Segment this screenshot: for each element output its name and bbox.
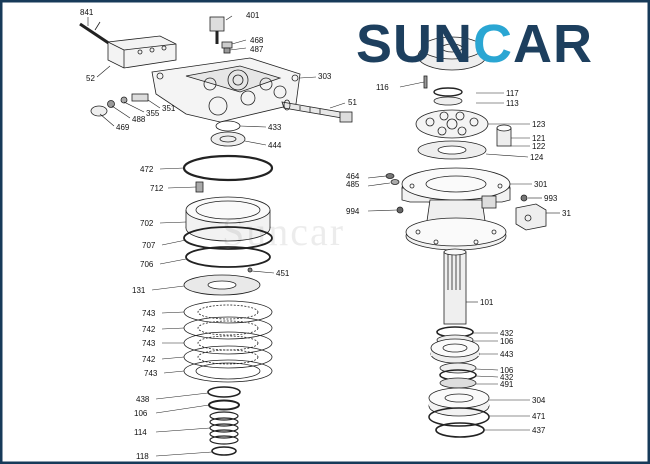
bolt-994 [396, 206, 404, 214]
label-743-a: 743 [142, 309, 156, 318]
label-443: 443 [500, 350, 514, 359]
label-488: 488 [132, 115, 146, 124]
label-451: 451 [276, 269, 290, 278]
cylinder-block-top [417, 36, 487, 71]
label-124: 124 [530, 153, 544, 162]
o-ring-707 [183, 226, 273, 250]
ring-117 [433, 87, 463, 97]
output-shaft-101 [443, 248, 467, 325]
label-123: 123 [532, 120, 546, 129]
label-993: 993 [544, 194, 558, 203]
label-433: 433 [268, 123, 282, 132]
label-122: 122 [532, 142, 546, 151]
label-472: 472 [140, 165, 154, 174]
label-438: 438 [136, 395, 150, 404]
label-444: 444 [268, 141, 282, 150]
label-743-b: 743 [142, 339, 156, 348]
label-51: 51 [348, 98, 357, 107]
label-131: 131 [132, 286, 146, 295]
spring-114 [209, 411, 239, 445]
label-742-b: 742 [142, 355, 156, 364]
label-841: 841 [80, 8, 94, 17]
plate-124-hole [437, 145, 467, 155]
label-121: 121 [532, 134, 546, 143]
label-471: 471 [532, 412, 546, 421]
label-401: 401 [246, 11, 260, 20]
shaft-51 [281, 99, 353, 123]
spring-712 [195, 181, 204, 193]
label-116: 116 [376, 83, 389, 92]
bolt-841 [79, 21, 111, 46]
bearing-444 [210, 120, 246, 147]
plug-993 [520, 194, 528, 202]
label-52: 52 [86, 74, 95, 83]
valve-block-52 [107, 35, 177, 69]
valve-plate-131 [183, 267, 261, 296]
label-31: 31 [562, 209, 571, 218]
label-106-a: 106 [134, 409, 148, 418]
watermark-text: Suncar [222, 209, 346, 254]
washers-464-485 [385, 173, 400, 185]
o-ring-472 [182, 154, 274, 182]
friction-plates [183, 300, 273, 383]
piston-121 [496, 124, 512, 147]
brand-part2: C [473, 14, 514, 74]
label-437: 437 [532, 426, 546, 435]
plug-468 [221, 41, 233, 54]
casing-301 [401, 167, 511, 251]
label-106-b: 106 [500, 337, 514, 346]
label-117: 117 [506, 89, 519, 98]
label-113: 113 [506, 99, 519, 108]
label-301: 301 [534, 180, 548, 189]
brand-part1: SUN [356, 14, 474, 74]
housing-303 [151, 57, 301, 123]
ring-113 [433, 96, 463, 106]
label-743-c: 743 [144, 369, 158, 378]
brand-part3: AR [513, 14, 594, 74]
o-ring-471 [428, 407, 490, 427]
label-994: 994 [346, 207, 360, 216]
label-469: 469 [116, 123, 130, 132]
bearing-443 [430, 338, 480, 364]
label-432-a: 432 [500, 329, 514, 338]
label-355: 355 [146, 109, 160, 118]
washer-106 [208, 399, 240, 411]
collar-491 [439, 377, 477, 389]
label-485: 485 [346, 180, 360, 189]
label-303: 303 [318, 72, 332, 81]
label-712: 712 [150, 184, 164, 193]
brake-piston-702 [185, 196, 271, 242]
label-707: 707 [142, 241, 156, 250]
cover-304 [428, 387, 490, 417]
label-101: 101 [480, 298, 494, 307]
label-351: 351 [162, 104, 176, 113]
label-491: 491 [500, 380, 514, 389]
bolt-401 [209, 16, 225, 44]
ring-118 [211, 446, 237, 456]
ring-437 [435, 422, 485, 438]
pin-116 [423, 75, 428, 89]
brand-logo: SUNCAR [356, 14, 593, 74]
o-ring-706 [185, 246, 271, 268]
label-706: 706 [140, 260, 154, 269]
label-118: 118 [136, 452, 149, 461]
label-464: 464 [346, 172, 360, 181]
label-468: 468 [250, 36, 264, 45]
ring-438 [207, 386, 241, 398]
label-487: 487 [250, 45, 264, 54]
label-432-b: 432 [500, 373, 514, 382]
label-304: 304 [532, 396, 546, 405]
label-106-c: 106 [500, 366, 514, 375]
label-702: 702 [140, 219, 154, 228]
leader-lines [87, 15, 560, 457]
valve-31 [515, 203, 547, 231]
label-114: 114 [134, 428, 147, 437]
relief-parts [90, 93, 149, 117]
label-742-a: 742 [142, 325, 156, 334]
shoe-plate-123 [415, 109, 489, 139]
